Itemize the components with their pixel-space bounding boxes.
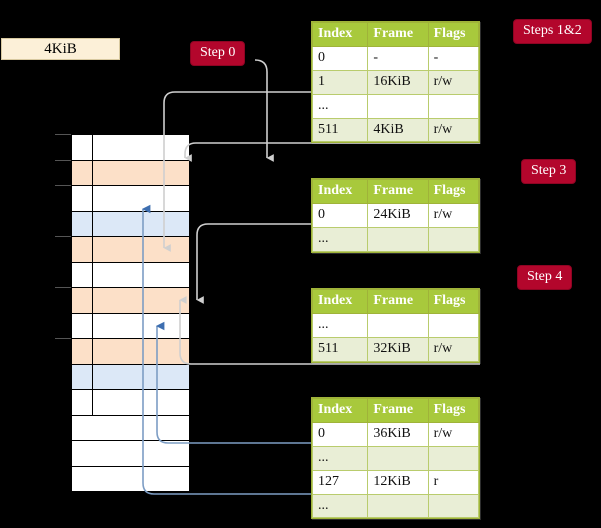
column-header-flags: Flags: [427, 289, 480, 314]
cell-frame: 24KiB: [367, 202, 429, 228]
cell-flags: r: [427, 469, 480, 495]
cell-frame: -: [367, 45, 429, 71]
table-row: 0--: [311, 45, 480, 71]
memory-frame-row: [72, 135, 189, 161]
memory-frame-row: [72, 160, 189, 186]
cell-flags: r/w: [427, 336, 480, 362]
cell-flags: -: [427, 45, 480, 71]
cell-flags: r/w: [427, 202, 480, 228]
column-header-index: Index: [311, 289, 369, 314]
cell-index: ...: [311, 493, 369, 519]
wire-step0-source-to-memory: [254, 59, 274, 162]
memory-frame-row: [72, 441, 189, 467]
memory-frame-row: [72, 415, 189, 441]
cell-flags: [427, 226, 480, 252]
badge-step-4: Step 4: [517, 265, 573, 290]
table-row: ...: [311, 93, 480, 119]
memory-frame-row: [72, 313, 189, 339]
memory-frame-row: [72, 288, 189, 314]
cell-flags: r/w: [427, 69, 480, 95]
cell-flags: [427, 445, 480, 471]
cell-frame: 4KiB: [367, 117, 429, 143]
cell-frame: 36KiB: [367, 421, 429, 447]
badge-step-0: Step 0: [190, 41, 246, 66]
memory-column-divider: [92, 135, 93, 416]
cell-index: 511: [311, 336, 369, 362]
cell-index: 0: [311, 202, 369, 228]
column-header-flags: Flags: [427, 22, 480, 47]
cell-index: ...: [311, 445, 369, 471]
column-header-index: Index: [311, 22, 369, 47]
cell-index: 0: [311, 421, 369, 447]
memory-tick-mark: [55, 338, 71, 339]
column-header-frame: Frame: [367, 289, 429, 314]
cell-frame: [367, 226, 429, 252]
cell-frame: 32KiB: [367, 336, 429, 362]
cell-frame: [367, 93, 429, 119]
memory-frame-row: [72, 390, 189, 416]
column-header-flags: Flags: [427, 398, 480, 423]
table-row: ...: [311, 312, 480, 338]
table-row: ...: [311, 493, 480, 519]
source-frame-box: 4KiB: [1, 38, 120, 60]
cell-index: ...: [311, 93, 369, 119]
memory-frame-row: [72, 339, 189, 365]
memory-tick-mark: [55, 159, 71, 161]
column-header-index: Index: [311, 398, 369, 423]
memory-frame-row: [72, 237, 189, 263]
cell-index: 511: [311, 117, 369, 143]
badge-step-3: Step 3: [521, 159, 577, 184]
cell-frame: 12KiB: [367, 469, 429, 495]
memory-frame-row: [72, 262, 189, 288]
table-row: ...: [311, 226, 480, 252]
cell-index: 127: [311, 469, 369, 495]
cell-frame: 16KiB: [367, 69, 429, 95]
column-header-flags: Flags: [427, 179, 480, 204]
column-header-frame: Frame: [367, 398, 429, 423]
memory-frame-row: [72, 211, 189, 237]
physical-memory-column: [71, 134, 190, 492]
cell-frame: [367, 312, 429, 338]
memory-frame-row: [72, 364, 189, 390]
cell-flags: [427, 312, 480, 338]
column-header-index: Index: [311, 179, 369, 204]
cell-index: 0: [311, 45, 369, 71]
cell-index: 1: [311, 69, 369, 95]
cell-index: ...: [311, 312, 369, 338]
cell-flags: [427, 93, 480, 119]
cell-flags: r/w: [427, 117, 480, 143]
badge-steps-1-2: Steps 1&2: [513, 19, 592, 44]
memory-tick-mark: [55, 236, 71, 237]
memory-frame-row: [72, 186, 189, 212]
cell-index: ...: [311, 226, 369, 252]
cell-flags: r/w: [427, 421, 480, 447]
cell-frame: [367, 493, 429, 519]
column-header-frame: Frame: [367, 179, 429, 204]
memory-frame-row: [72, 466, 189, 492]
cell-flags: [427, 493, 480, 519]
memory-tick-mark: [55, 287, 71, 288]
memory-tick-mark: [55, 134, 71, 135]
column-header-frame: Frame: [367, 22, 429, 47]
table-row: ...: [311, 445, 480, 471]
memory-tick-mark: [55, 185, 71, 186]
cell-frame: [367, 445, 429, 471]
